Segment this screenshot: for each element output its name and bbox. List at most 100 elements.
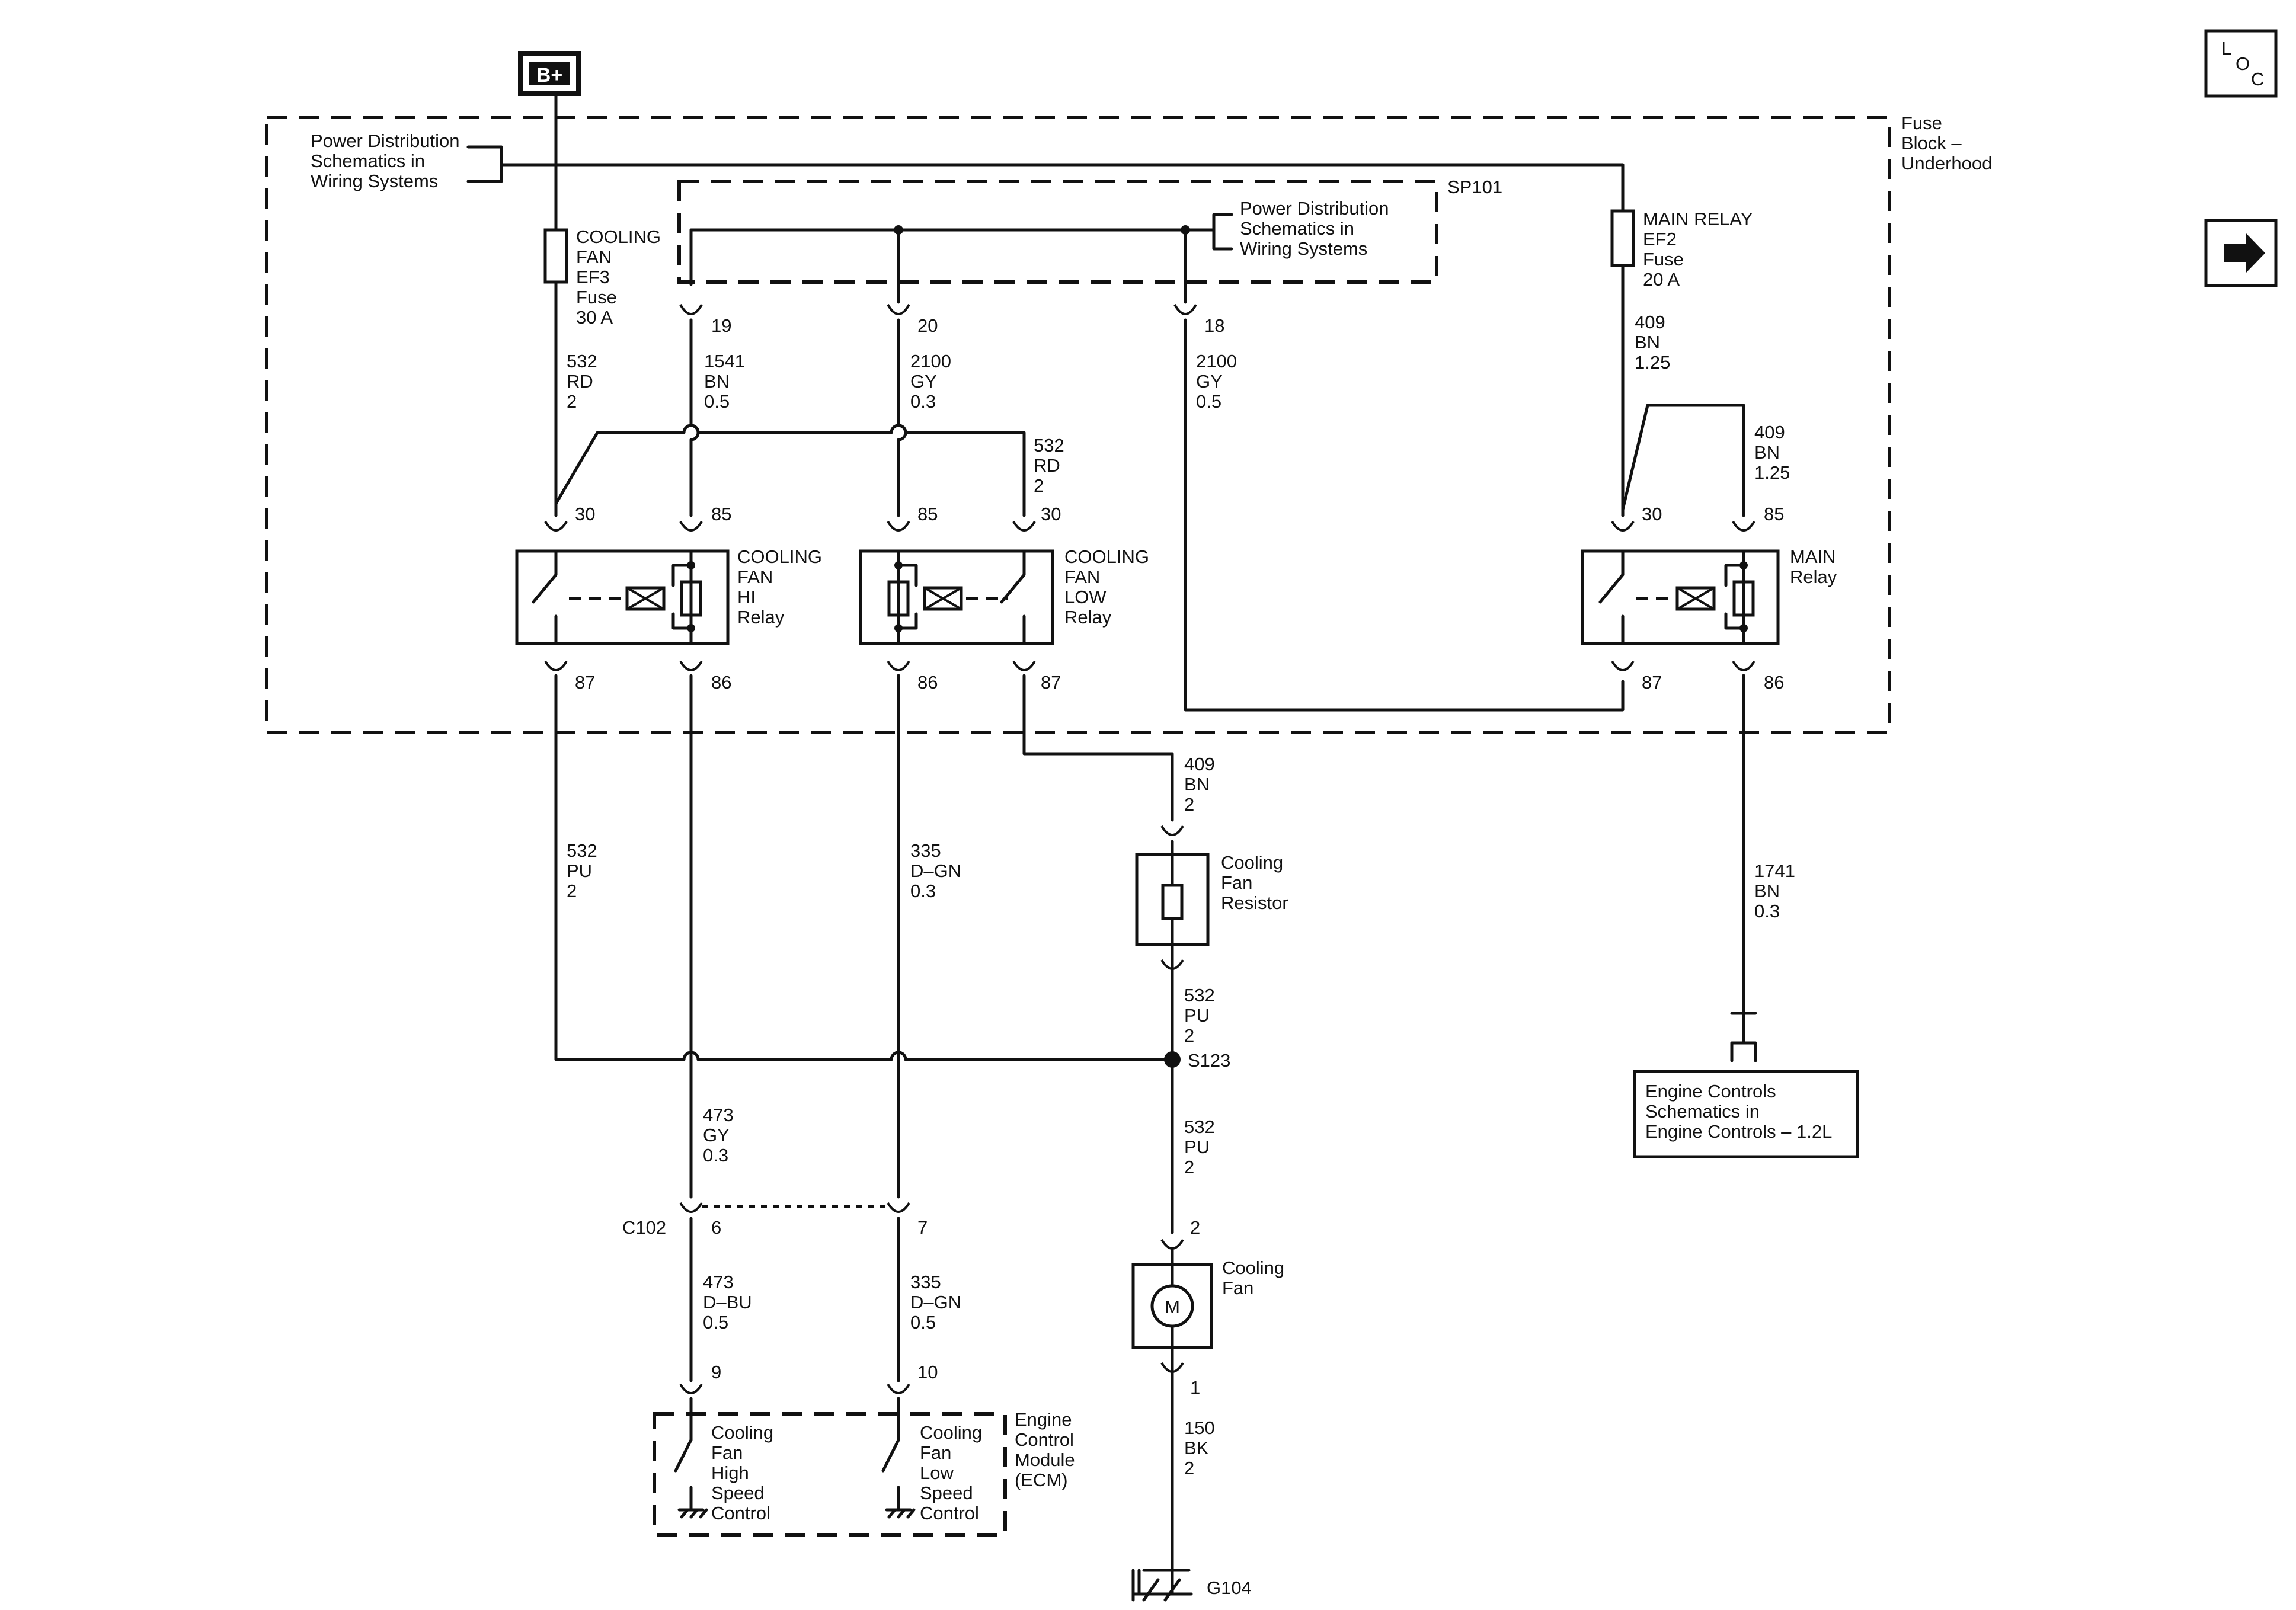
svg-text:FAN: FAN	[576, 247, 612, 267]
svg-text:BN: BN	[1754, 881, 1780, 901]
svg-text:30 A: 30 A	[576, 307, 613, 328]
svg-text:Resistor: Resistor	[1221, 892, 1288, 913]
svg-text:M: M	[1165, 1297, 1180, 1317]
svg-text:473: 473	[703, 1105, 734, 1125]
battery-terminal: B+	[518, 51, 581, 96]
ecm-low-speed-switch: 10 Cooling Fan Low Speed Control	[881, 1362, 982, 1523]
svg-text:Schematics in: Schematics in	[1645, 1101, 1760, 1122]
svg-text:7: 7	[917, 1217, 928, 1238]
motor-icon	[1150, 1284, 1194, 1328]
terminal-18	[1173, 303, 1197, 315]
arrow-right-icon	[2224, 233, 2265, 273]
fuse-ef2	[1610, 209, 1635, 267]
svg-text:EF2: EF2	[1643, 229, 1677, 249]
fuse-ef2-label: MAIN RELAY EF2 Fuse 20 A	[1643, 209, 1753, 290]
loc-button[interactable]: L O C	[2204, 29, 2278, 98]
svg-text:PU: PU	[567, 860, 592, 881]
svg-text:MAIN: MAIN	[1790, 546, 1836, 567]
svg-text:Low: Low	[920, 1462, 954, 1483]
svg-text:Speed: Speed	[920, 1483, 973, 1503]
wire-1541	[689, 318, 700, 517]
svg-text:30: 30	[575, 504, 595, 524]
terminal-20	[887, 303, 910, 315]
svg-text:87: 87	[1041, 672, 1061, 693]
svg-text:BN: BN	[1754, 442, 1780, 463]
svg-text:Speed: Speed	[711, 1483, 765, 1503]
wire-532-pu-hi	[554, 674, 1174, 1061]
svg-text:Cooling: Cooling	[1222, 1257, 1284, 1278]
svg-text:Cooling: Cooling	[920, 1422, 982, 1443]
svg-text:GY: GY	[1196, 371, 1223, 392]
svg-text:532: 532	[1184, 985, 1215, 1006]
svg-text:2: 2	[567, 881, 577, 901]
battery-label: B+	[536, 64, 562, 87]
svg-text:409: 409	[1754, 422, 1785, 443]
label-532-pu-b: 532 PU 2	[1184, 985, 1215, 1046]
svg-text:PU: PU	[1184, 1005, 1210, 1026]
ecm-hi-speed-switch: 9 Cooling Fan High Speed Control	[674, 1362, 773, 1523]
svg-text:0.3: 0.3	[703, 1145, 728, 1166]
svg-text:0.5: 0.5	[1196, 391, 1221, 412]
svg-text:Fan: Fan	[711, 1442, 743, 1463]
ecm-label: Engine Control Module (ECM)	[1015, 1409, 1075, 1490]
label-150: 150 BK 2	[1184, 1417, 1215, 1478]
label-473-a: 473 GY 0.3	[703, 1105, 734, 1166]
splice-pack-outline	[677, 180, 1438, 284]
label-2100-03: 2100 GY 0.3	[910, 351, 951, 412]
svg-text:BN: BN	[1635, 332, 1660, 353]
svg-text:BN: BN	[704, 371, 730, 392]
label-335-a: 335 D–GN 0.3	[910, 840, 961, 901]
svg-text:532: 532	[567, 351, 597, 372]
label-409-b: 409 BN 1.25	[1754, 422, 1790, 483]
svg-text:2: 2	[1034, 475, 1044, 496]
svg-text:1: 1	[1190, 1377, 1200, 1398]
power-distribution-ref-1: Power Distribution Schematics in Wiring …	[311, 130, 558, 191]
svg-text:Wiring Systems: Wiring Systems	[311, 171, 438, 191]
fuse-ef3	[543, 228, 568, 284]
wire-2100-gy-03	[897, 318, 907, 517]
connector-c102: C102 6 7	[622, 1202, 928, 1238]
svg-text:85: 85	[917, 504, 938, 524]
svg-text:9: 9	[711, 1362, 721, 1382]
svg-text:D–GN: D–GN	[910, 860, 961, 881]
terminal-20-label: 20	[917, 315, 938, 336]
svg-text:Control: Control	[920, 1503, 979, 1523]
svg-text:Relay: Relay	[1064, 607, 1112, 628]
wire-1741	[1730, 674, 1757, 1015]
wire-409-main-85	[1621, 404, 1745, 517]
svg-text:409: 409	[1184, 754, 1215, 774]
svg-text:10: 10	[917, 1362, 938, 1382]
label-532-pu-c: 532 PU 2	[1184, 1116, 1215, 1177]
svg-text:MAIN RELAY: MAIN RELAY	[1643, 209, 1753, 229]
label-409-a: 409 BN 1.25	[1635, 312, 1670, 373]
svg-text:GY: GY	[703, 1125, 730, 1145]
label-532-pu-a: 532 PU 2	[567, 840, 597, 901]
svg-text:D–BU: D–BU	[703, 1292, 752, 1313]
label-532-rd-a: 532 RD 2	[567, 351, 597, 412]
svg-text:473: 473	[703, 1272, 734, 1292]
power-distribution-ref-2: Power Distribution Schematics in Wiring …	[1184, 198, 1389, 259]
fuse-block-outline	[265, 116, 1891, 734]
svg-text:86: 86	[917, 672, 938, 693]
svg-text:2: 2	[1184, 1458, 1194, 1478]
relay-cooling-fan-low: 85 30 86 87 COOLING FAN LOW Relay	[859, 504, 1149, 693]
ground-g104: G104	[1131, 1569, 1252, 1602]
svg-text:6: 6	[711, 1217, 721, 1238]
fuse-block-label: Fuse Block – Underhood	[1901, 113, 1992, 174]
svg-text:Engine: Engine	[1015, 1409, 1072, 1430]
svg-text:COOLING: COOLING	[1064, 546, 1149, 567]
svg-text:Schematics in: Schematics in	[311, 151, 425, 171]
engine-controls-ref: Engine Controls Schematics in Engine Con…	[1633, 1012, 1859, 1158]
svg-text:Fuse: Fuse	[1901, 113, 1942, 133]
label-1541: 1541 BN 0.5	[704, 351, 745, 412]
svg-text:FAN: FAN	[737, 566, 773, 587]
svg-text:Fan: Fan	[1222, 1278, 1253, 1298]
svg-text:HI: HI	[737, 587, 756, 607]
next-page-button[interactable]	[2204, 219, 2278, 287]
svg-text:85: 85	[711, 504, 731, 524]
svg-text:2: 2	[1184, 794, 1194, 815]
svg-text:2: 2	[1190, 1217, 1200, 1238]
svg-text:409: 409	[1635, 312, 1665, 332]
